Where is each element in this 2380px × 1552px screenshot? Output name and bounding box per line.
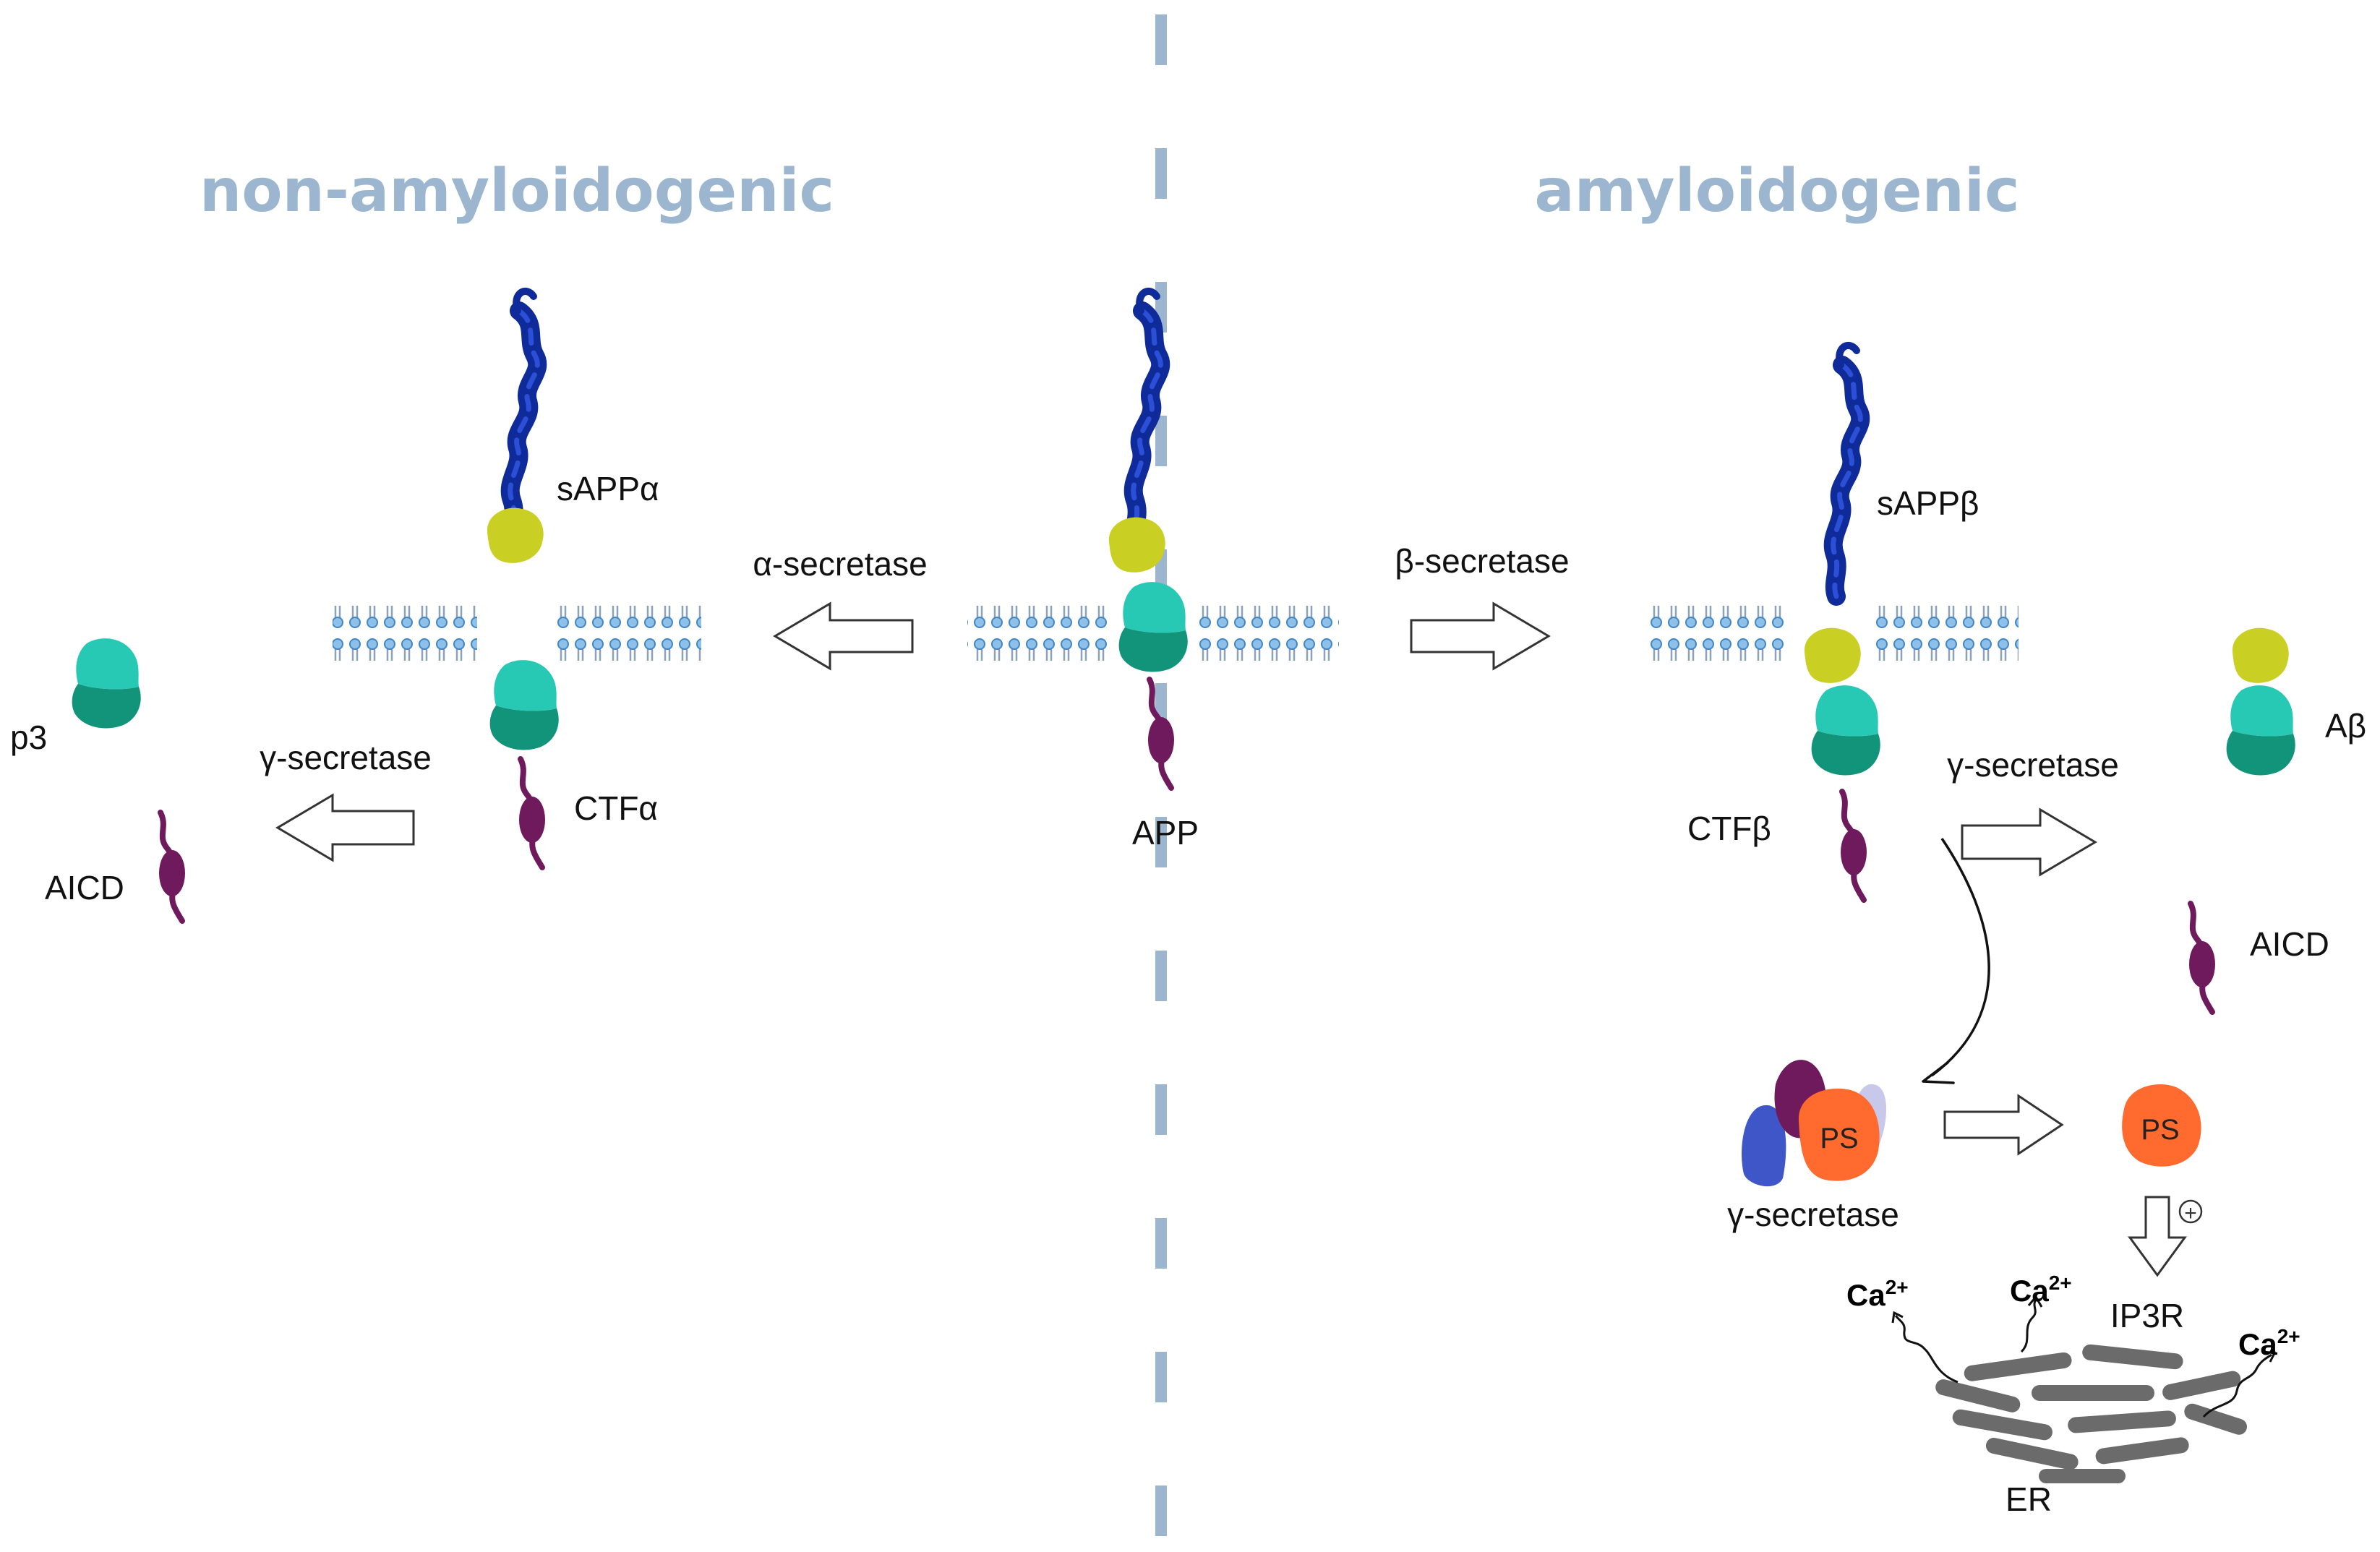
ip3r-label: IP3R (2110, 1297, 2184, 1334)
ctfa-label: CTFα (574, 789, 658, 827)
ps-label-complex: PS (1820, 1123, 1858, 1154)
sappa-fragment (487, 291, 544, 563)
gamma-secretase-arrow-left (275, 793, 415, 862)
membrane-center (967, 587, 1339, 666)
aicd-label-right: AICD (2250, 925, 2329, 963)
aicd-label-left: AICD (45, 869, 124, 906)
heading-amyloidogenic: amyloidogenic (1534, 157, 2019, 226)
membrane-left (333, 587, 701, 666)
ps-release-arrow (1943, 1094, 2064, 1156)
sappb-label: sAPPβ (1877, 484, 1979, 522)
ctfb-fragment (1804, 627, 1880, 900)
ps-label-free: PS (2141, 1114, 2179, 1146)
abeta-fragment (2226, 627, 2295, 776)
sappa-label: sAPPα (557, 470, 659, 507)
ip3r-arrow (2128, 1196, 2187, 1277)
p3-fragment (72, 638, 141, 729)
app-protein (1108, 291, 1188, 788)
aicd-fragment-left (159, 813, 185, 921)
gamma-secretase-label-left: γ-secretase (260, 739, 432, 776)
app-label: APP (1132, 814, 1199, 852)
ca-label-right: Ca2+ (2238, 1325, 2300, 1361)
abeta-label: Aβ (2325, 707, 2366, 745)
gamma-complex-label: γ-secretase (1727, 1196, 1899, 1233)
ca-label-middle: Ca2+ (2010, 1272, 2072, 1308)
ctfa-fragment (489, 660, 559, 867)
beta-secretase-label: β-secretase (1395, 542, 1569, 580)
ctfb-label: CTFβ (1687, 810, 1771, 847)
ps-free (2122, 1084, 2201, 1167)
ca-label-left: Ca2+ (1846, 1276, 1909, 1312)
heading-non-amyloidogenic: non-amyloidogenic (200, 157, 834, 226)
calcium-release-arrows (1891, 1295, 2277, 1418)
membrane-right (1645, 587, 2019, 666)
curved-arrow (1922, 838, 1990, 1084)
beta-secretase-arrow (1410, 601, 1551, 671)
gamma-secretase-arrow-right (1961, 807, 2097, 877)
sappb-fragment (1833, 346, 1861, 596)
alpha-secretase-label: α-secretase (753, 545, 927, 583)
gamma-secretase-label-right: γ-secretase (1947, 746, 2119, 784)
endoplasmic-reticulum (1935, 1344, 2247, 1483)
aicd-fragment-right (2189, 904, 2215, 1012)
svg-text:Ca2+: Ca2+ (2010, 1272, 2072, 1308)
er-label: ER (2006, 1480, 2052, 1518)
plus-sign: + (2184, 1201, 2197, 1225)
p3-label: p3 (10, 719, 47, 756)
alpha-secretase-arrow (773, 601, 914, 671)
circled-plus-icon (2178, 1199, 2203, 1224)
gamma-secretase-complex (1742, 1060, 1887, 1187)
svg-text:Ca2+: Ca2+ (1846, 1276, 1909, 1312)
svg-text:Ca2+: Ca2+ (2238, 1325, 2300, 1361)
